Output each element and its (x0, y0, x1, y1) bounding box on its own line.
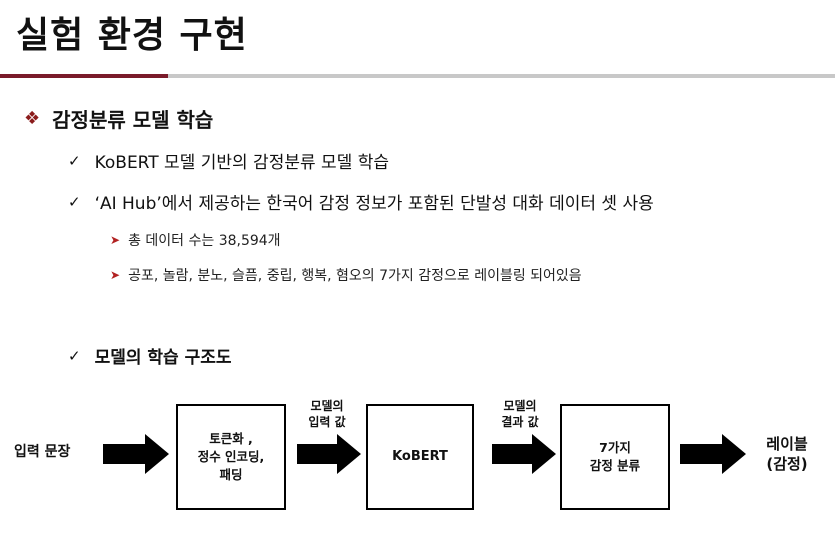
output-label-line: (감정) (766, 455, 808, 473)
title-rule-accent (0, 74, 168, 78)
title-rule (168, 74, 835, 78)
classification-line: 7가지 (599, 440, 631, 455)
kobert-box: KoBERT (366, 404, 474, 510)
structure-heading-text: 모델의 학습 구조도 (94, 348, 232, 368)
checkmark-icon: ✓ (68, 346, 81, 365)
edge-label-line: 모델의 (503, 399, 537, 413)
section-heading-text: 감정분류 모델 학습 (52, 108, 214, 132)
input-label: 입력 문장 (14, 444, 71, 460)
bullet-item: ✓ KoBERT 모델 기반의 감정분류 모델 학습 (68, 148, 389, 174)
output-label: 레이블 (감정) (752, 434, 822, 474)
classification-line: 감정 분류 (589, 458, 641, 473)
preprocessing-box: 토큰화 , 정수 인코딩, 패딩 (176, 404, 286, 510)
section-heading: ❖ 감정분류 모델 학습 (24, 104, 213, 133)
bullet-text: ‘AI Hub’에서 제공하는 한국어 감정 정보가 포함된 단발성 대화 데이… (94, 194, 654, 214)
diamond-bullet-icon: ❖ (24, 108, 41, 129)
preprocessing-line: 정수 인코딩, (197, 449, 265, 464)
output-label-line: 레이블 (766, 435, 808, 453)
bullet-item: ✓ ‘AI Hub’에서 제공하는 한국어 감정 정보가 포함된 단발성 대화 … (68, 189, 654, 215)
arrow-right-icon (492, 434, 556, 474)
arrow-right-icon (297, 434, 361, 474)
classification-box: 7가지 감정 분류 (560, 404, 670, 510)
arrow-bullet-icon: ➤ (110, 233, 121, 247)
edge-label-line: 입력 값 (308, 415, 346, 429)
edge-label-output: 모델의 결과 값 (490, 398, 550, 430)
edge-label-line: 결과 값 (501, 415, 539, 429)
sub-bullet-item: ➤ 공포, 놀람, 분노, 슬픔, 중립, 행복, 혐오의 7가지 감정으로 레… (110, 265, 582, 285)
sub-bullet-text: 공포, 놀람, 분노, 슬픔, 중립, 행복, 혐오의 7가지 감정으로 레이블… (128, 268, 582, 284)
structure-heading: ✓ 모델의 학습 구조도 (68, 343, 232, 369)
sub-bullet-item: ➤ 총 데이터 수는 38,594개 (110, 230, 281, 250)
sub-bullet-text: 총 데이터 수는 38,594개 (128, 233, 281, 249)
preprocessing-line: 패딩 (219, 467, 243, 482)
arrow-right-icon (680, 434, 746, 474)
training-pipeline-diagram: 입력 문장 토큰화 , 정수 인코딩, 패딩 모델의 입력 값 KoBERT 모… (0, 380, 835, 551)
page-title: 실험 환경 구현 (16, 15, 248, 56)
preprocessing-line: 토큰화 , (209, 431, 253, 446)
edge-label-input: 모델의 입력 값 (297, 398, 357, 430)
checkmark-icon: ✓ (68, 192, 81, 211)
kobert-label: KoBERT (392, 449, 448, 464)
arrow-bullet-icon: ➤ (110, 268, 121, 282)
checkmark-icon: ✓ (68, 151, 81, 170)
bullet-text: KoBERT 모델 기반의 감정분류 모델 학습 (94, 153, 389, 173)
edge-label-line: 모델의 (310, 399, 344, 413)
arrow-right-icon (103, 434, 169, 474)
